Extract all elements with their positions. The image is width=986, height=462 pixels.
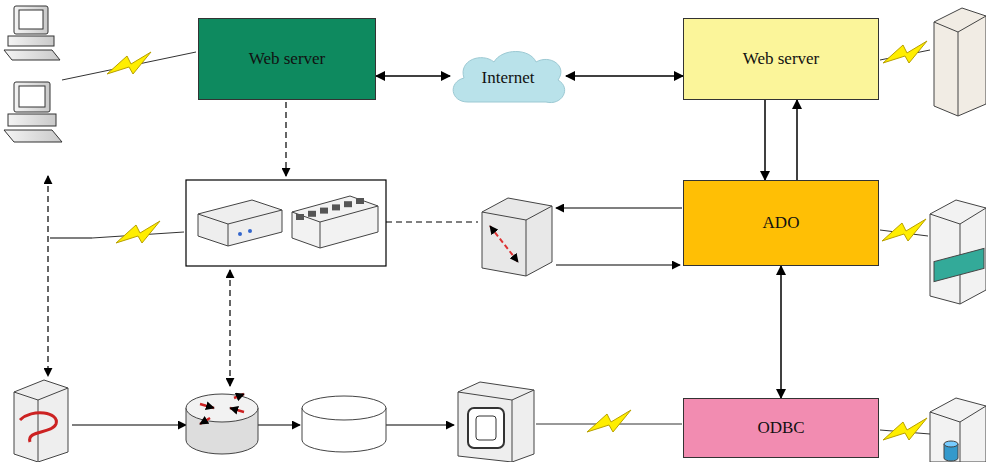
port: [356, 198, 364, 204]
lightning-bolt: [882, 219, 926, 241]
node-label: Internet: [482, 68, 535, 88]
lightning-bolt: [587, 410, 631, 432]
port: [332, 204, 340, 210]
node-label: ADO: [763, 213, 800, 233]
router-icon: [186, 394, 258, 454]
switch-group: [186, 180, 386, 266]
fabric-switch-icon: [458, 382, 534, 462]
computer-icon: [4, 6, 62, 142]
wireless-link: [62, 41, 930, 440]
storage-cylinder: [302, 396, 386, 452]
port: [296, 214, 304, 220]
firewall-icon: [14, 380, 68, 462]
port: [344, 201, 352, 207]
switch-icon: [482, 198, 552, 276]
link-arrow: [72, 208, 682, 425]
web-server-box: Web server: [683, 18, 879, 100]
wire: [62, 52, 196, 80]
internet-cloud: Internet: [446, 46, 570, 110]
connector-arrow: [376, 75, 450, 77]
web-server-box: Web server: [198, 18, 376, 100]
connector-arrow: [566, 75, 683, 77]
dashed-link: [48, 102, 478, 386]
port: [308, 211, 316, 217]
link-line: [50, 237, 92, 238]
ado-box: ADO: [683, 180, 879, 266]
odbc-box: ODBC: [683, 398, 879, 458]
connector-arrow: [780, 266, 782, 398]
port: [320, 208, 328, 214]
lightning-bolt: [116, 221, 160, 243]
lightning-bolt: [107, 52, 151, 74]
node-label: ODBC: [757, 418, 804, 438]
server-icon: [930, 8, 986, 462]
connector-arrow: [796, 100, 798, 180]
connector-arrow: [764, 100, 766, 180]
lightning-bolt: [883, 418, 927, 440]
lightning-bolt: [883, 41, 927, 63]
node-label: Web server: [249, 49, 326, 69]
node-label: Web server: [743, 49, 820, 69]
